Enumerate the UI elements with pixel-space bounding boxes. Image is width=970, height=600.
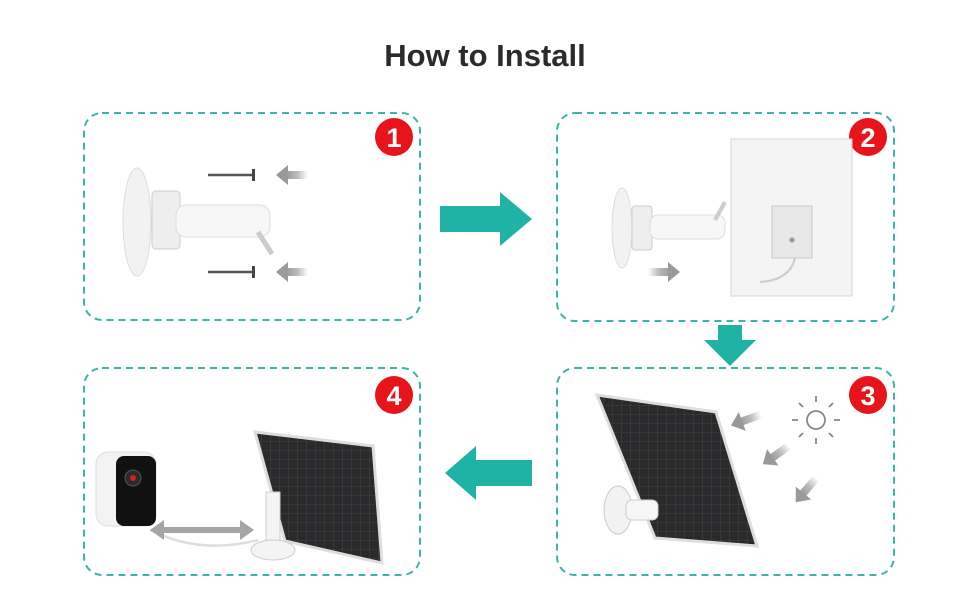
sunlight-arrow-icon (788, 471, 824, 509)
svg-text:4: 4 (386, 381, 401, 411)
flow-arrow-left-icon (445, 446, 532, 500)
security-camera-icon (95, 451, 157, 527)
screw-icon (206, 264, 257, 280)
step-2-badge: 2 (849, 118, 887, 156)
step-1-panel (83, 112, 421, 321)
sun-icon (792, 396, 840, 444)
sunlight-arrow-icon (757, 437, 795, 473)
arrow-left-hint-icon (276, 165, 308, 185)
step-3-badge: 3 (849, 376, 887, 414)
svg-text:2: 2 (860, 123, 875, 153)
solar-panel-icon (594, 393, 760, 548)
wall-mount-bracket-icon (611, 187, 727, 269)
step-4-badge: 4 (375, 376, 413, 414)
wall-mount-bracket-icon (122, 167, 275, 277)
solar-panel-back-icon (730, 138, 853, 297)
double-arrow-icon (150, 520, 254, 540)
page-title: How to Install (384, 38, 586, 73)
arrow-left-hint-icon (276, 262, 308, 282)
sunlight-arrow-icon (727, 405, 765, 435)
screw-icon (206, 167, 257, 183)
svg-text:3: 3 (860, 381, 875, 411)
step-1-badge: 1 (375, 118, 413, 156)
step-2-panel (556, 112, 895, 322)
solar-panel-with-stand-icon (250, 430, 384, 565)
arrow-right-hint-icon (648, 262, 680, 282)
step-3-panel (556, 367, 895, 576)
step-4-panel (83, 367, 421, 576)
flow-arrow-down-icon (704, 325, 756, 366)
svg-text:1: 1 (386, 123, 401, 153)
flow-arrow-right-icon (440, 192, 532, 246)
